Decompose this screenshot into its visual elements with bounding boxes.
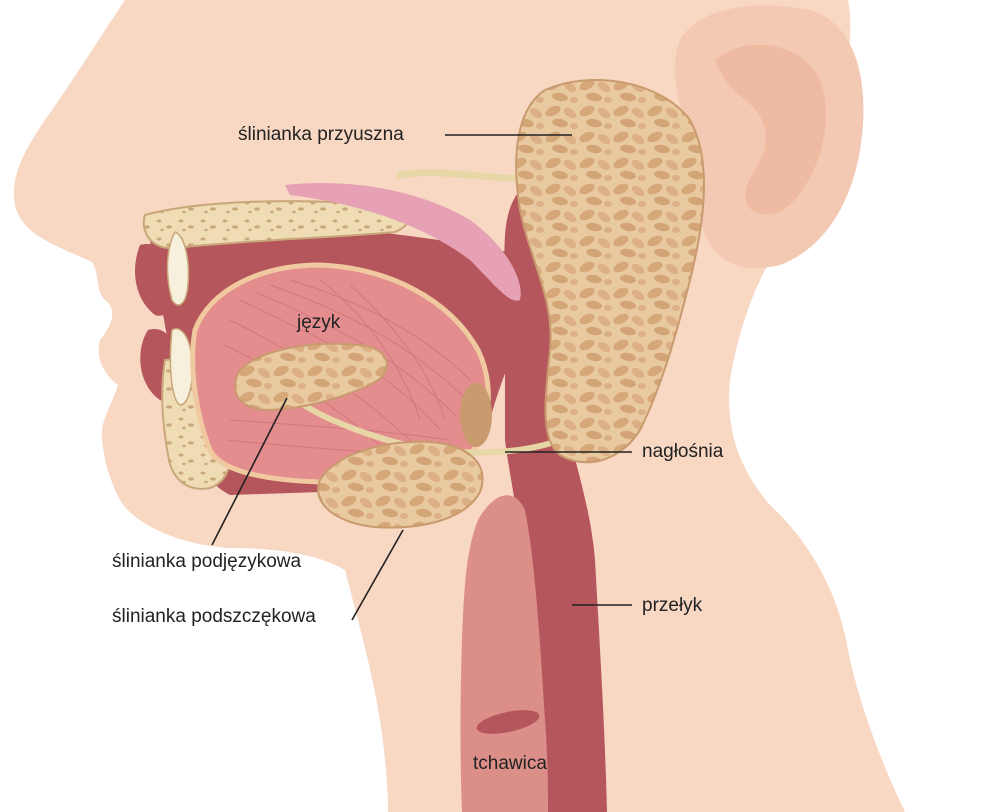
label-submandibular: ślinianka podszczękowa xyxy=(112,607,316,626)
label-trachea: tchawica xyxy=(473,754,547,773)
label-parotid: ślinianka przyuszna xyxy=(238,125,404,144)
label-sublingual: ślinianka podjęzykowa xyxy=(112,552,301,571)
label-esophagus: przełyk xyxy=(642,596,702,615)
label-epiglottis: nagłośnia xyxy=(642,442,723,461)
epiglottis xyxy=(460,383,492,447)
label-tongue: język xyxy=(297,313,340,332)
